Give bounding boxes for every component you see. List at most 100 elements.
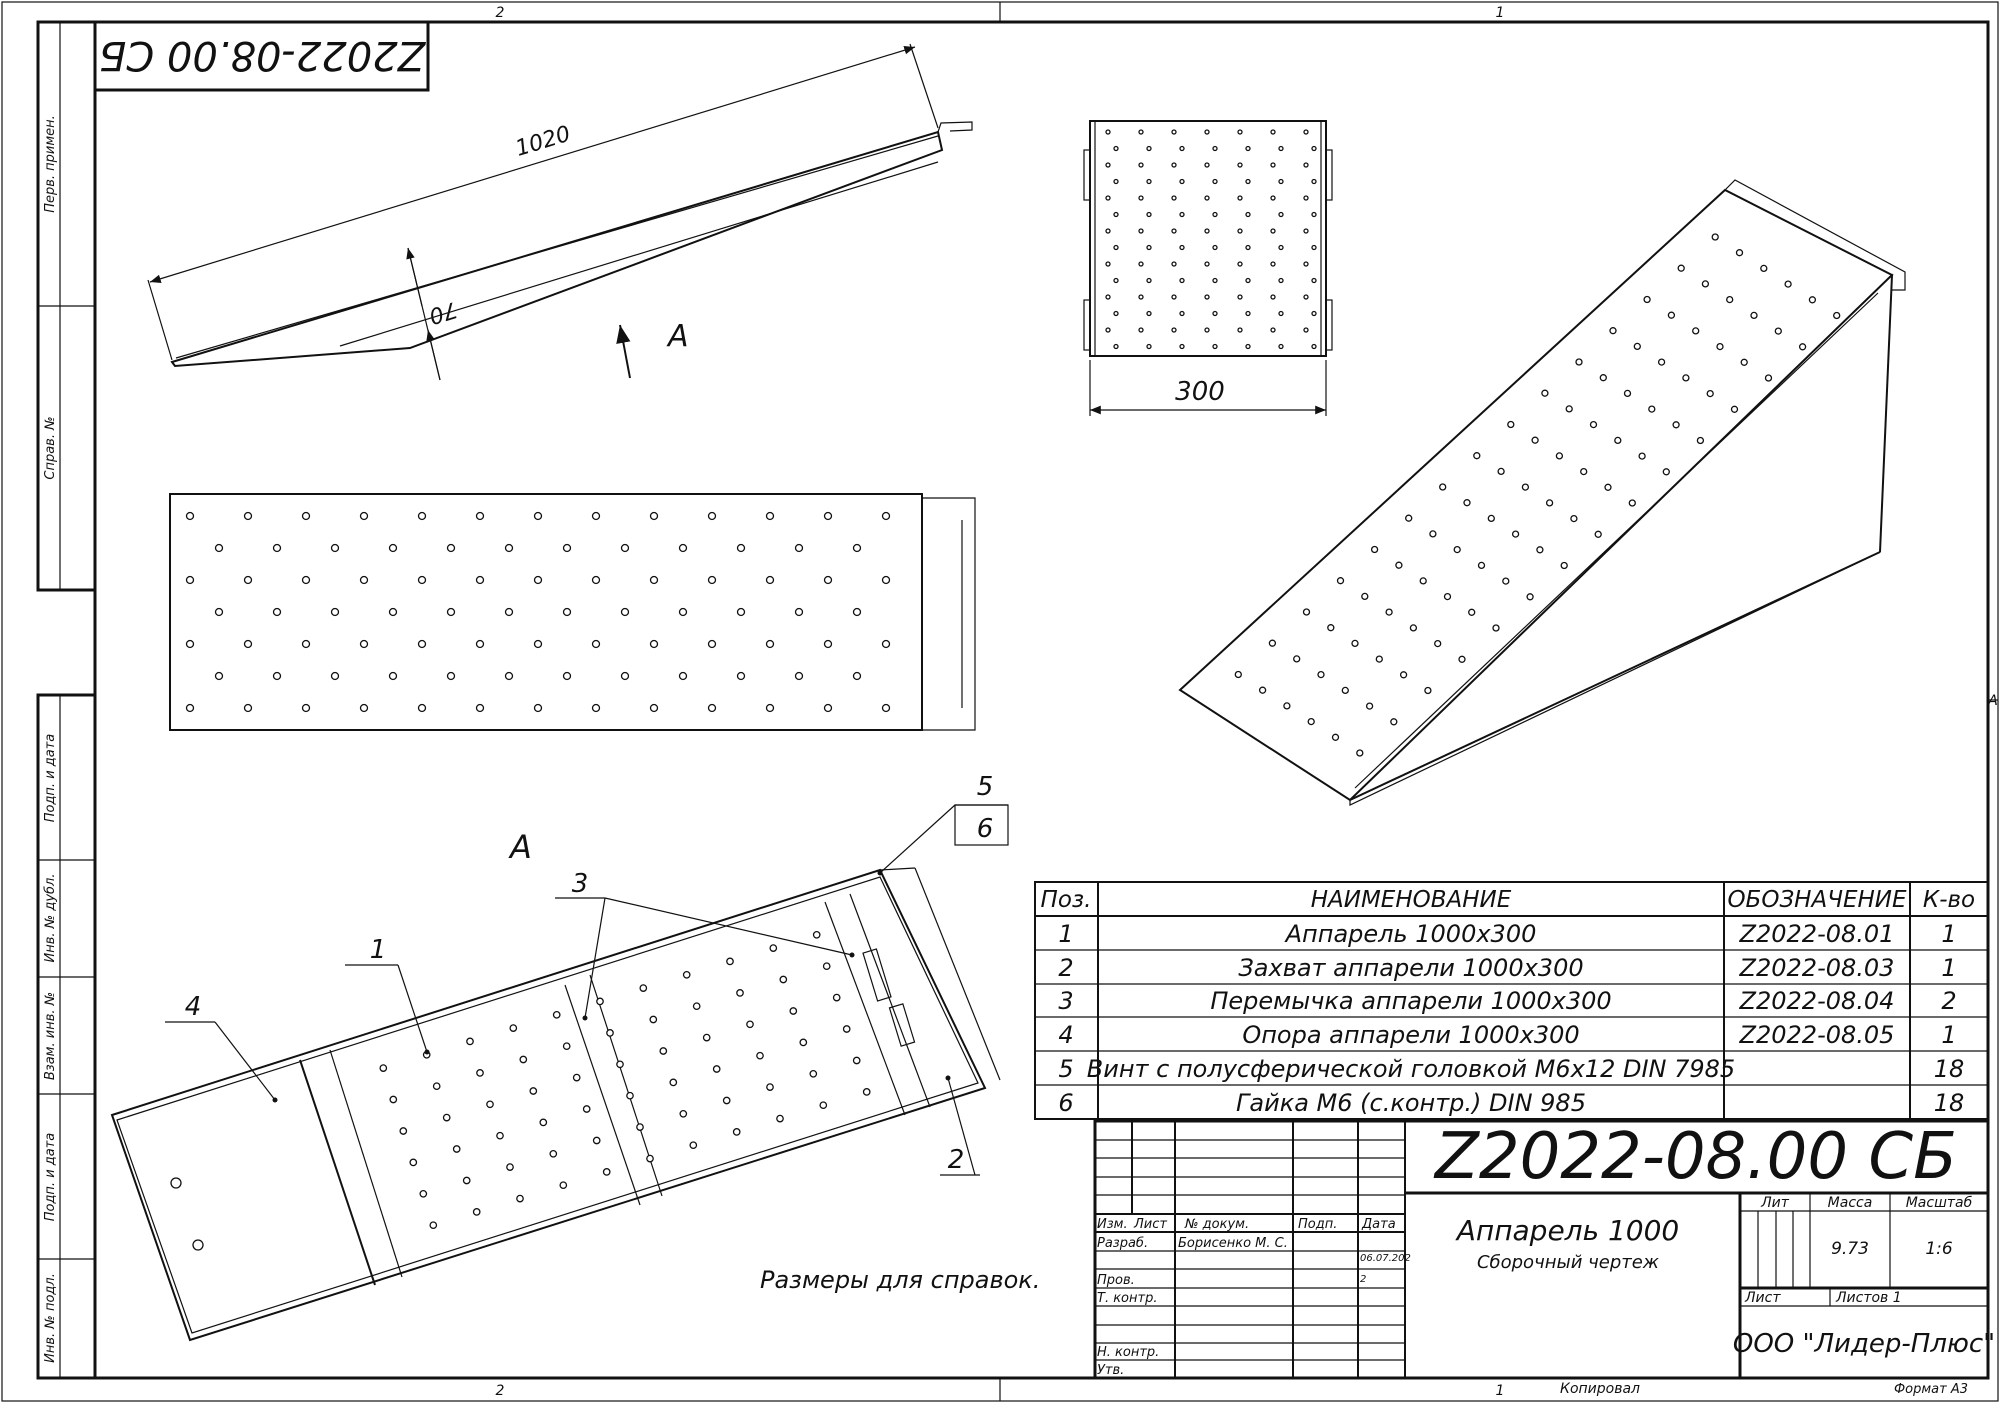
perforation-hole xyxy=(1245,211,1251,218)
perforation-hole xyxy=(823,703,833,713)
perforation-hole xyxy=(1336,577,1345,585)
perforation-hole xyxy=(1245,178,1251,185)
reference-note: Размеры для справок. xyxy=(760,1266,1040,1294)
perforation-hole xyxy=(301,639,311,649)
strip-dupl-inv: Инв. № дубл. xyxy=(43,874,58,963)
isometric-view xyxy=(1178,179,1906,806)
perforation-hole xyxy=(243,639,253,649)
perforation-hole xyxy=(732,1128,741,1136)
title-designation: Z2022-08.00 СБ xyxy=(1433,1120,1957,1194)
perforation-hole xyxy=(1146,277,1152,284)
perforation-hole xyxy=(1331,733,1340,741)
perforation-hole xyxy=(1268,639,1277,647)
perforation-hole xyxy=(1138,195,1144,201)
zone-bottom-right: 1 xyxy=(1496,1383,1505,1399)
perforation-hole xyxy=(1278,277,1284,284)
perforation-hole xyxy=(1179,310,1185,317)
perforation-hole xyxy=(649,703,659,713)
perforation-hole xyxy=(1270,327,1276,333)
perforation-hole xyxy=(559,1181,568,1190)
bom-row-name: Аппарель 1000х300 xyxy=(1284,920,1537,948)
perforation-hole xyxy=(1171,162,1177,168)
perforation-hole xyxy=(1833,311,1841,320)
mass-value: 9.73 xyxy=(1831,1239,1869,1259)
perforation-hole xyxy=(452,1145,461,1153)
perforation-hole xyxy=(1594,530,1602,538)
perforation-hole xyxy=(243,575,253,585)
perforation-hole xyxy=(626,1091,634,1100)
perforation-hole xyxy=(446,607,456,617)
perforation-hole xyxy=(1419,577,1427,585)
developer-name: Борисенко М. С. xyxy=(1178,1236,1288,1251)
row-approved: Утв. xyxy=(1097,1363,1124,1378)
perforation-hole xyxy=(1270,129,1276,135)
callout-6: 6 xyxy=(977,814,994,844)
perforation-hole xyxy=(1105,261,1111,267)
perforation-hole xyxy=(272,607,282,617)
perforation-hole xyxy=(1105,294,1111,300)
perforation-hole xyxy=(616,1060,624,1069)
bom-row-name: Захват аппарели 1000х300 xyxy=(1238,954,1583,982)
perforation-hole xyxy=(388,607,398,617)
perforation-hole xyxy=(620,543,630,553)
perforation-hole xyxy=(789,1007,798,1015)
perforation-hole xyxy=(388,671,398,681)
perforation-hole xyxy=(596,997,604,1006)
perforation-hole xyxy=(1623,389,1632,398)
perforation-hole xyxy=(301,575,311,585)
perforation-hole xyxy=(722,1096,731,1105)
perforation-hole xyxy=(1204,195,1210,201)
perforation-hole xyxy=(1385,608,1393,616)
perforation-hole xyxy=(712,1065,721,1073)
perforation-hole xyxy=(1677,264,1685,272)
bom-row-name: Гайка М6 (с.контр.) DIN 985 xyxy=(1236,1089,1586,1117)
perforation-hole xyxy=(794,543,804,553)
perforation-hole xyxy=(442,1113,451,1122)
perforation-hole xyxy=(819,1101,828,1110)
perforation-hole xyxy=(823,575,833,585)
perforation-hole xyxy=(678,671,688,681)
perforation-hole xyxy=(1526,593,1534,601)
perforation-hole xyxy=(1365,702,1374,710)
bom-row-designation: Z2022-08.05 xyxy=(1739,1021,1895,1049)
perforation-hole xyxy=(1270,162,1276,168)
perforation-hole xyxy=(639,984,648,992)
mass-label: Масса xyxy=(1828,1195,1873,1211)
rotated-designation: Z2022-08.00 СБ xyxy=(99,32,426,78)
perforation-hole xyxy=(1270,294,1276,300)
perforation-hole xyxy=(1356,749,1364,757)
perforation-hole xyxy=(379,1064,388,1072)
perforation-hole xyxy=(1692,327,1700,335)
perforation-hole xyxy=(1283,702,1291,710)
perforation-hole xyxy=(1171,228,1177,234)
perforation-hole xyxy=(682,970,691,979)
perforation-hole xyxy=(1808,296,1817,304)
bom-header-pos: Поз. xyxy=(1041,887,1092,913)
perforation-hole xyxy=(509,1024,518,1032)
perforation-hole xyxy=(419,1189,428,1198)
perforation-hole xyxy=(1245,244,1251,251)
perforation-hole xyxy=(1302,608,1311,616)
perforation-hole xyxy=(1711,233,1719,241)
perforation-hole xyxy=(1477,561,1486,570)
perforation-hole xyxy=(1570,514,1578,523)
bom-row-name: Перемычка аппарели 1000х300 xyxy=(1210,987,1611,1015)
perforation-hole xyxy=(504,607,514,617)
perforation-hole xyxy=(243,511,253,521)
perforation-hole xyxy=(692,1002,701,1011)
perforation-hole xyxy=(539,1118,548,1127)
perforation-hole xyxy=(881,575,891,585)
format-label: Формат А3 xyxy=(1894,1382,1968,1397)
sheets-label: Листов 1 xyxy=(1835,1290,1902,1306)
perforation-hole xyxy=(1740,358,1748,366)
perforation-hole xyxy=(562,607,572,617)
perforation-hole xyxy=(794,671,804,681)
top-view xyxy=(169,493,976,731)
perforation-hole xyxy=(1560,561,1568,570)
perforation-hole xyxy=(409,1158,418,1167)
bom-table: Поз. НАИМЕНОВАНИЕ ОБОЗНАЧЕНИЕ К-во 1 Апп… xyxy=(1034,881,1989,1120)
perforation-hole xyxy=(214,671,224,681)
perforation-hole xyxy=(823,511,833,521)
perforation-hole xyxy=(1657,358,1666,366)
